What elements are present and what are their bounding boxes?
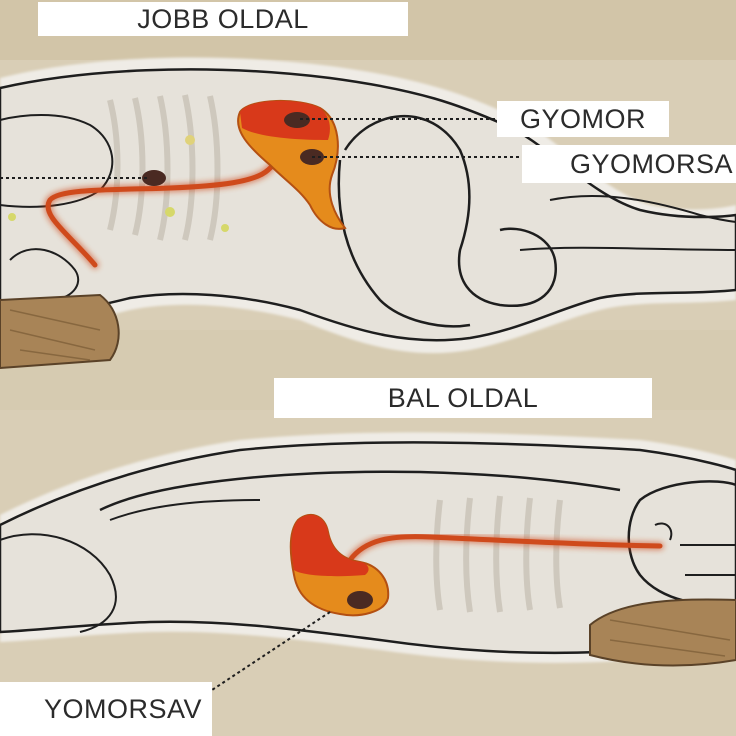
pillow-bottom [589, 598, 736, 667]
arm-top [343, 114, 558, 308]
acid-spot-top-3 [142, 170, 166, 186]
label-stomach-acid-bottom: YOMORSAV [0, 682, 212, 736]
pillow-top [0, 293, 120, 370]
acid-spot-top-1 [284, 112, 310, 128]
body-silhouette-top [0, 68, 736, 342]
label-left-side: BAL OLDAL [274, 378, 652, 418]
acid-spot-bottom [347, 591, 373, 609]
ribs-top [107, 94, 221, 241]
label-stomach-acid-top: GYOMORSA [522, 145, 736, 183]
figure-right-side [0, 57, 736, 370]
figure-left-side [0, 432, 736, 667]
label-right-side: JOBB OLDAL [38, 2, 408, 36]
ribs-bottom [433, 495, 563, 613]
arm-bottom [99, 470, 621, 512]
label-stomach: GYOMOR [497, 101, 669, 137]
